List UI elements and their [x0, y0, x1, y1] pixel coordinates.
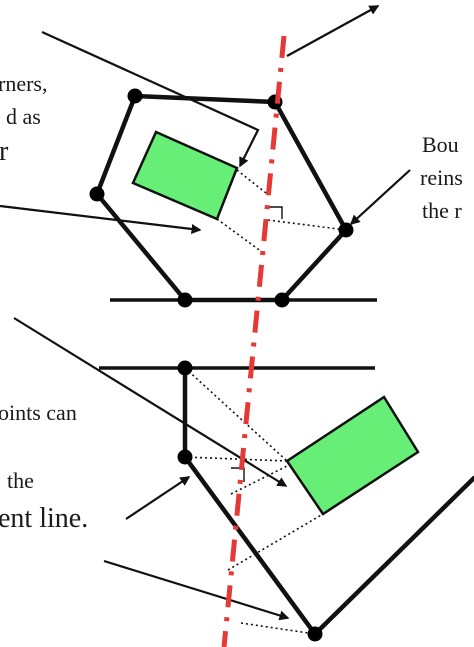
upper-proj-3: [267, 219, 347, 231]
label-right-1: Bou: [422, 132, 459, 157]
upper-vertex: [274, 292, 290, 308]
label-lower-left-3: ent line.: [0, 503, 88, 534]
upper-proj-2: [216, 218, 263, 253]
lower-boundary: [182, 365, 474, 637]
bottom-vertex-arrow: [103, 559, 290, 621]
boundary-pointer-arrow: [349, 169, 411, 226]
upper-right-angle: [268, 206, 283, 219]
lower-vertex: [177, 449, 193, 465]
lower-proj-2: [184, 456, 288, 462]
upper-green-box: [131, 130, 239, 221]
label-right-2: reins: [420, 165, 463, 190]
lower-proj-3: [230, 465, 288, 495]
label-top-left-1: rners,: [0, 71, 47, 96]
lower-right-angle: [231, 467, 245, 482]
label-lower-left-2: the: [7, 468, 34, 493]
upper-vertex: [177, 292, 193, 308]
label-lower-left-1: oints can: [0, 400, 77, 425]
lower-proj-1: [184, 367, 288, 462]
top-right-arrow: [286, 5, 380, 57]
upper-vertex: [89, 186, 105, 202]
upper-vertex: [127, 88, 143, 104]
upper-vertex: [338, 222, 354, 238]
lower-vertex: [177, 360, 193, 376]
label-top-left-3: r: [0, 136, 9, 167]
lower-vertex: [307, 626, 323, 642]
lower-green-box: [285, 395, 420, 516]
label-right-3: the r: [422, 198, 462, 223]
lower-proj-4: [227, 513, 324, 571]
corner-pointer-arrow: [41, 30, 260, 168]
red-dashdot-line: [221, 35, 287, 647]
interior-pointer-arrow: [0, 204, 202, 234]
lower-vertex-arrow: [125, 476, 191, 520]
upper-proj-1: [236, 169, 267, 194]
label-top-left-2: d as: [6, 104, 41, 129]
lower-proj-5: [240, 622, 316, 635]
